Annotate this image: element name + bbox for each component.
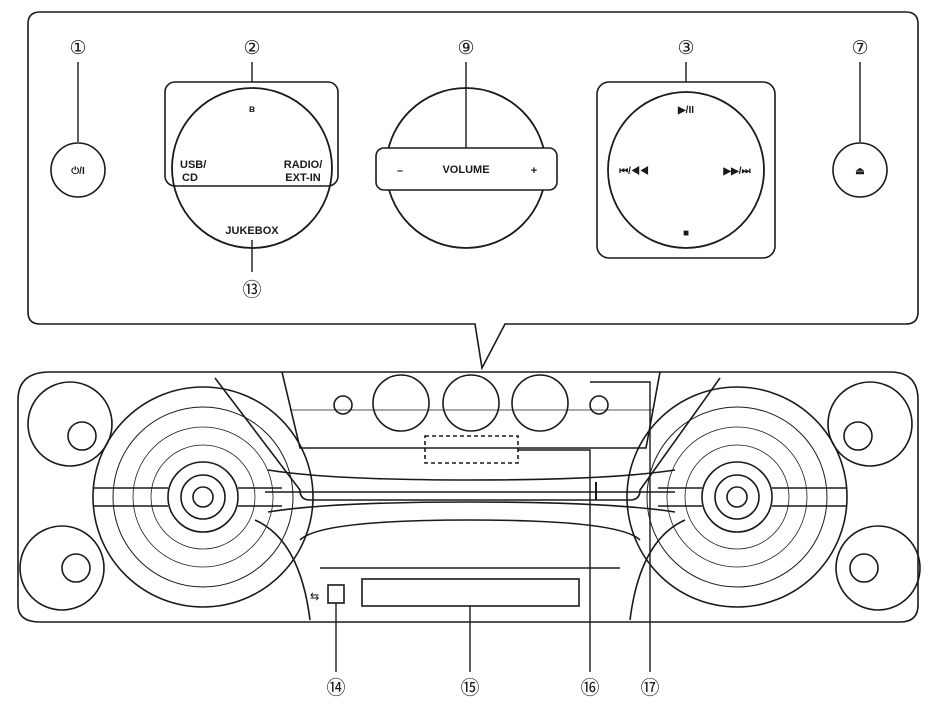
volume-minus[interactable]: – xyxy=(397,165,403,177)
main-unit: ⇆ xyxy=(17,371,921,623)
skip-forward-icon[interactable]: ▶▶/⏭ xyxy=(722,166,750,177)
left-upper-light xyxy=(27,381,113,467)
callout-playback: ③ xyxy=(677,38,694,59)
callout-display: ⑯ xyxy=(580,677,599,699)
right-lower-light xyxy=(835,525,921,611)
callout-disc-tray: ⑮ xyxy=(460,677,479,699)
power-icon: ⏻/I xyxy=(71,165,85,177)
callout-volume: ⑨ xyxy=(457,38,474,59)
playback-frame xyxy=(596,81,776,259)
bluetooth-icon[interactable]: ʙ xyxy=(249,104,255,115)
callout-eject: ⑦ xyxy=(851,38,868,59)
callout-top-panel: ⑰ xyxy=(640,677,659,699)
jukebox-label[interactable]: JUKEBOX xyxy=(225,225,279,237)
callout-power: ① xyxy=(69,38,86,59)
eject-icon: ⏏ xyxy=(855,166,865,177)
callout-usb-port: ⑭ xyxy=(326,677,345,699)
usb-icon: ⇆ xyxy=(310,591,319,603)
bottom-callouts xyxy=(335,381,651,672)
stop-icon[interactable]: ■ xyxy=(683,228,689,239)
source-control: ② ʙ USB/ CD RADIO/ EXT-IN JUKEBOX ⑬ xyxy=(164,38,339,301)
power-control: ① ⏻/I xyxy=(50,38,106,198)
playback-control: ③ ▶/II ⏮/◀◀ ▶▶/⏭ ■ xyxy=(596,38,776,259)
disc-tray[interactable] xyxy=(361,578,580,607)
top-knob-center[interactable] xyxy=(442,374,500,432)
usb-port[interactable] xyxy=(327,584,345,604)
usb-cd-label-line2: CD xyxy=(182,172,198,184)
eject-control: ⑦ ⏏ xyxy=(832,38,888,198)
volume-control: ⑨ – VOLUME + xyxy=(375,38,558,249)
volume-label: VOLUME xyxy=(442,164,489,176)
left-speaker xyxy=(92,386,314,608)
eject-button[interactable] xyxy=(832,142,888,198)
usb-cd-label-line1[interactable]: USB/ xyxy=(180,159,206,171)
top-knob-right[interactable] xyxy=(511,374,569,432)
right-speaker xyxy=(626,386,848,608)
display-area xyxy=(424,435,519,464)
volume-bar[interactable] xyxy=(375,147,558,191)
power-button[interactable] xyxy=(50,142,106,198)
skip-back-icon[interactable]: ⏮/◀◀ xyxy=(619,166,649,177)
top-indicator-left xyxy=(333,395,353,415)
radio-ext-in-label-line2: EXT-IN xyxy=(285,172,321,184)
left-lower-light xyxy=(19,525,105,611)
top-knob-left[interactable] xyxy=(372,374,430,432)
control-panel-zoom xyxy=(27,11,919,371)
volume-plus[interactable]: + xyxy=(531,165,537,177)
play-pause-icon[interactable]: ▶/II xyxy=(677,105,694,116)
right-upper-light xyxy=(827,381,913,467)
playback-ring xyxy=(607,91,765,249)
radio-ext-in-label-line1[interactable]: RADIO/ xyxy=(284,159,323,171)
callout-source: ② xyxy=(243,38,260,59)
unit-body xyxy=(17,371,919,623)
callout-jukebox: ⑬ xyxy=(242,279,261,301)
top-indicator-right xyxy=(589,395,609,415)
source-selector-bracket xyxy=(164,81,339,187)
